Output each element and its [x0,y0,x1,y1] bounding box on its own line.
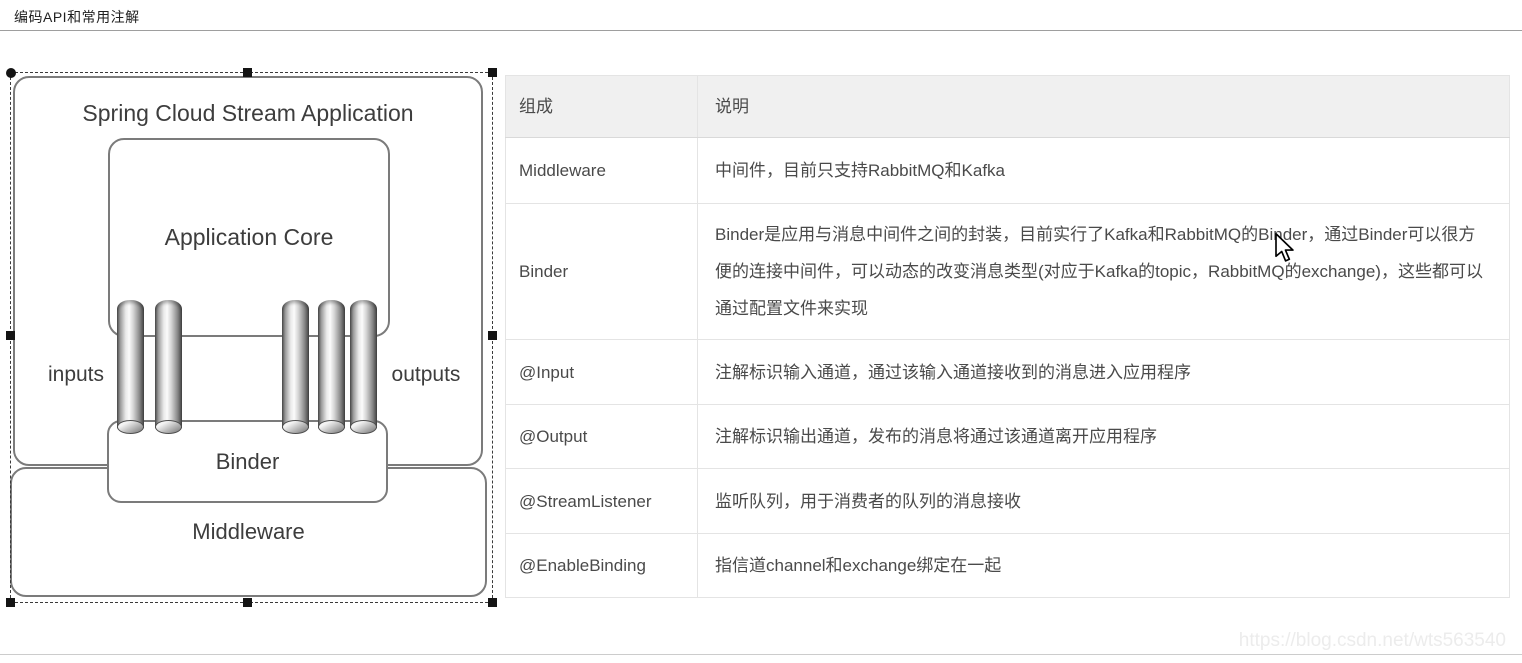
selection-handle-bottom-left[interactable] [6,598,15,607]
selection-handle-bottom-middle[interactable] [243,598,252,607]
diagram-binder-label: Binder [215,448,280,474]
selection-handle-top-middle[interactable] [243,68,252,77]
row-name: @EnableBinding [505,533,698,598]
output-channel-pipe [350,300,377,434]
top-divider [0,30,1522,31]
diagram-binder-box: Binder [107,420,388,503]
table-row: Middleware 中间件，目前只支持RabbitMQ和Kafka [505,137,1510,204]
table-row: @Input 注解标识输入通道，通过该输入通道接收到的消息进入应用程序 [505,339,1510,405]
input-channel-pipe [117,300,144,434]
diagram-outer-label: Spring Cloud Stream Application [82,100,414,126]
row-description: 注解标识输入通道，通过该输入通道接收到的消息进入应用程序 [697,339,1510,405]
row-name: @StreamListener [505,468,698,534]
row-description: 指信道channel和exchange绑定在一起 [697,533,1510,598]
table-row: @StreamListener 监听队列，用于消费者的队列的消息接收 [505,468,1510,534]
row-name: @Output [505,404,698,469]
table-row: @EnableBinding 指信道channel和exchange绑定在一起 [505,533,1510,598]
selection-handle-top-left[interactable] [6,68,16,78]
column-header-composition: 组成 [505,75,698,138]
diagram-outputs-label: outputs [391,363,461,386]
diagram-selection[interactable] [6,68,497,607]
selection-handle-top-right[interactable] [488,68,497,77]
diagram-inputs-label: inputs [47,363,105,386]
page-title: 编码API和常用注解 [14,9,140,25]
output-channel-pipe [282,300,309,434]
table-row: @Output 注解标识输出通道，发布的消息将通过该通道离开应用程序 [505,404,1510,469]
row-name: Middleware [505,137,698,204]
column-header-description: 说明 [697,75,1510,138]
selection-handle-middle-right[interactable] [488,331,497,340]
row-name: Binder [505,203,698,340]
watermark-url: https://blog.csdn.net/wts563540 [1238,630,1506,651]
row-description: Binder是应用与消息中间件之间的封装，目前实行了Kafka和RabbitMQ… [697,203,1510,340]
annotation-table: 组成 说明 Middleware 中间件，目前只支持RabbitMQ和Kafka… [505,75,1510,598]
row-description: 注解标识输出通道，发布的消息将通过该通道离开应用程序 [697,404,1510,469]
selection-handle-bottom-right[interactable] [488,598,497,607]
row-name: @Input [505,339,698,405]
table-row: Binder Binder是应用与消息中间件之间的封装，目前实行了Kafka和R… [505,203,1510,340]
selection-handle-middle-left[interactable] [6,331,15,340]
row-description: 监听队列，用于消费者的队列的消息接收 [697,468,1510,534]
bottom-divider [0,654,1522,655]
row-description: 中间件，目前只支持RabbitMQ和Kafka [697,137,1510,204]
diagram-core-label: Application Core [164,224,334,250]
input-channel-pipe [155,300,182,434]
table-header-row: 组成 说明 [505,75,1510,138]
output-channel-pipe [318,300,345,434]
diagram-middleware-label: Middleware [192,519,305,544]
mouse-cursor-icon [1274,232,1296,268]
